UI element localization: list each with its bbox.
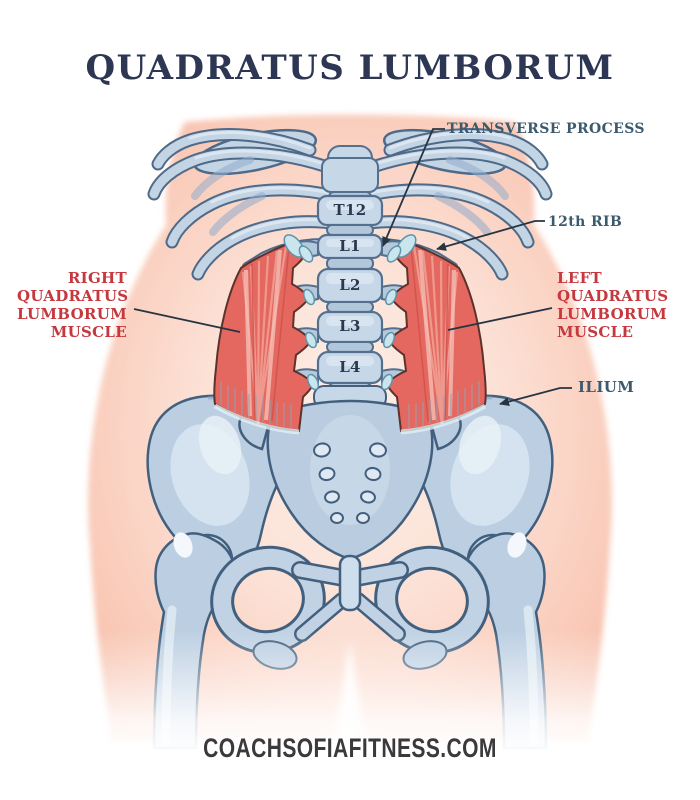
leader-12th-rib: [436, 220, 545, 251]
leader-left-ql: [447, 307, 553, 331]
lumbar-spine: [316, 145, 384, 395]
label-transverse-process: TRANSVERSE PROCESS: [447, 121, 645, 137]
label-vertebra-l3: L3: [339, 317, 361, 335]
label-ilium: ILIUM: [578, 378, 635, 396]
leader-ilium: [499, 387, 572, 407]
label-vertebra-t12: T12: [333, 201, 367, 219]
pubic-symphysis: [338, 554, 362, 612]
leader-right-ql: [133, 308, 241, 333]
leader-lines: [133, 128, 572, 407]
label-12th-rib: 12th RIB: [548, 214, 623, 230]
label-left-quadratus-lumborum: LEFT QUADRATUS LUMBORUM MUSCLE: [557, 269, 669, 341]
leader-transverse-process: [382, 128, 445, 247]
label-right-quadratus-lumborum: RIGHT QUADRATUS LUMBORUM MUSCLE: [17, 269, 129, 341]
website-footer: COACHSOFIAFITNESS.COM: [203, 733, 497, 763]
page-title: QUADRATUS LUMBORUM: [85, 48, 615, 88]
label-vertebra-l4: L4: [339, 358, 361, 376]
sacrum: [238, 385, 462, 612]
label-vertebra-l2: L2: [339, 276, 361, 294]
tendon-tips: [283, 234, 320, 391]
bottom-fade: [0, 630, 700, 780]
label-vertebra-l1: L1: [339, 237, 361, 255]
quadratus-lumborum-muscle-left: [213, 234, 320, 435]
